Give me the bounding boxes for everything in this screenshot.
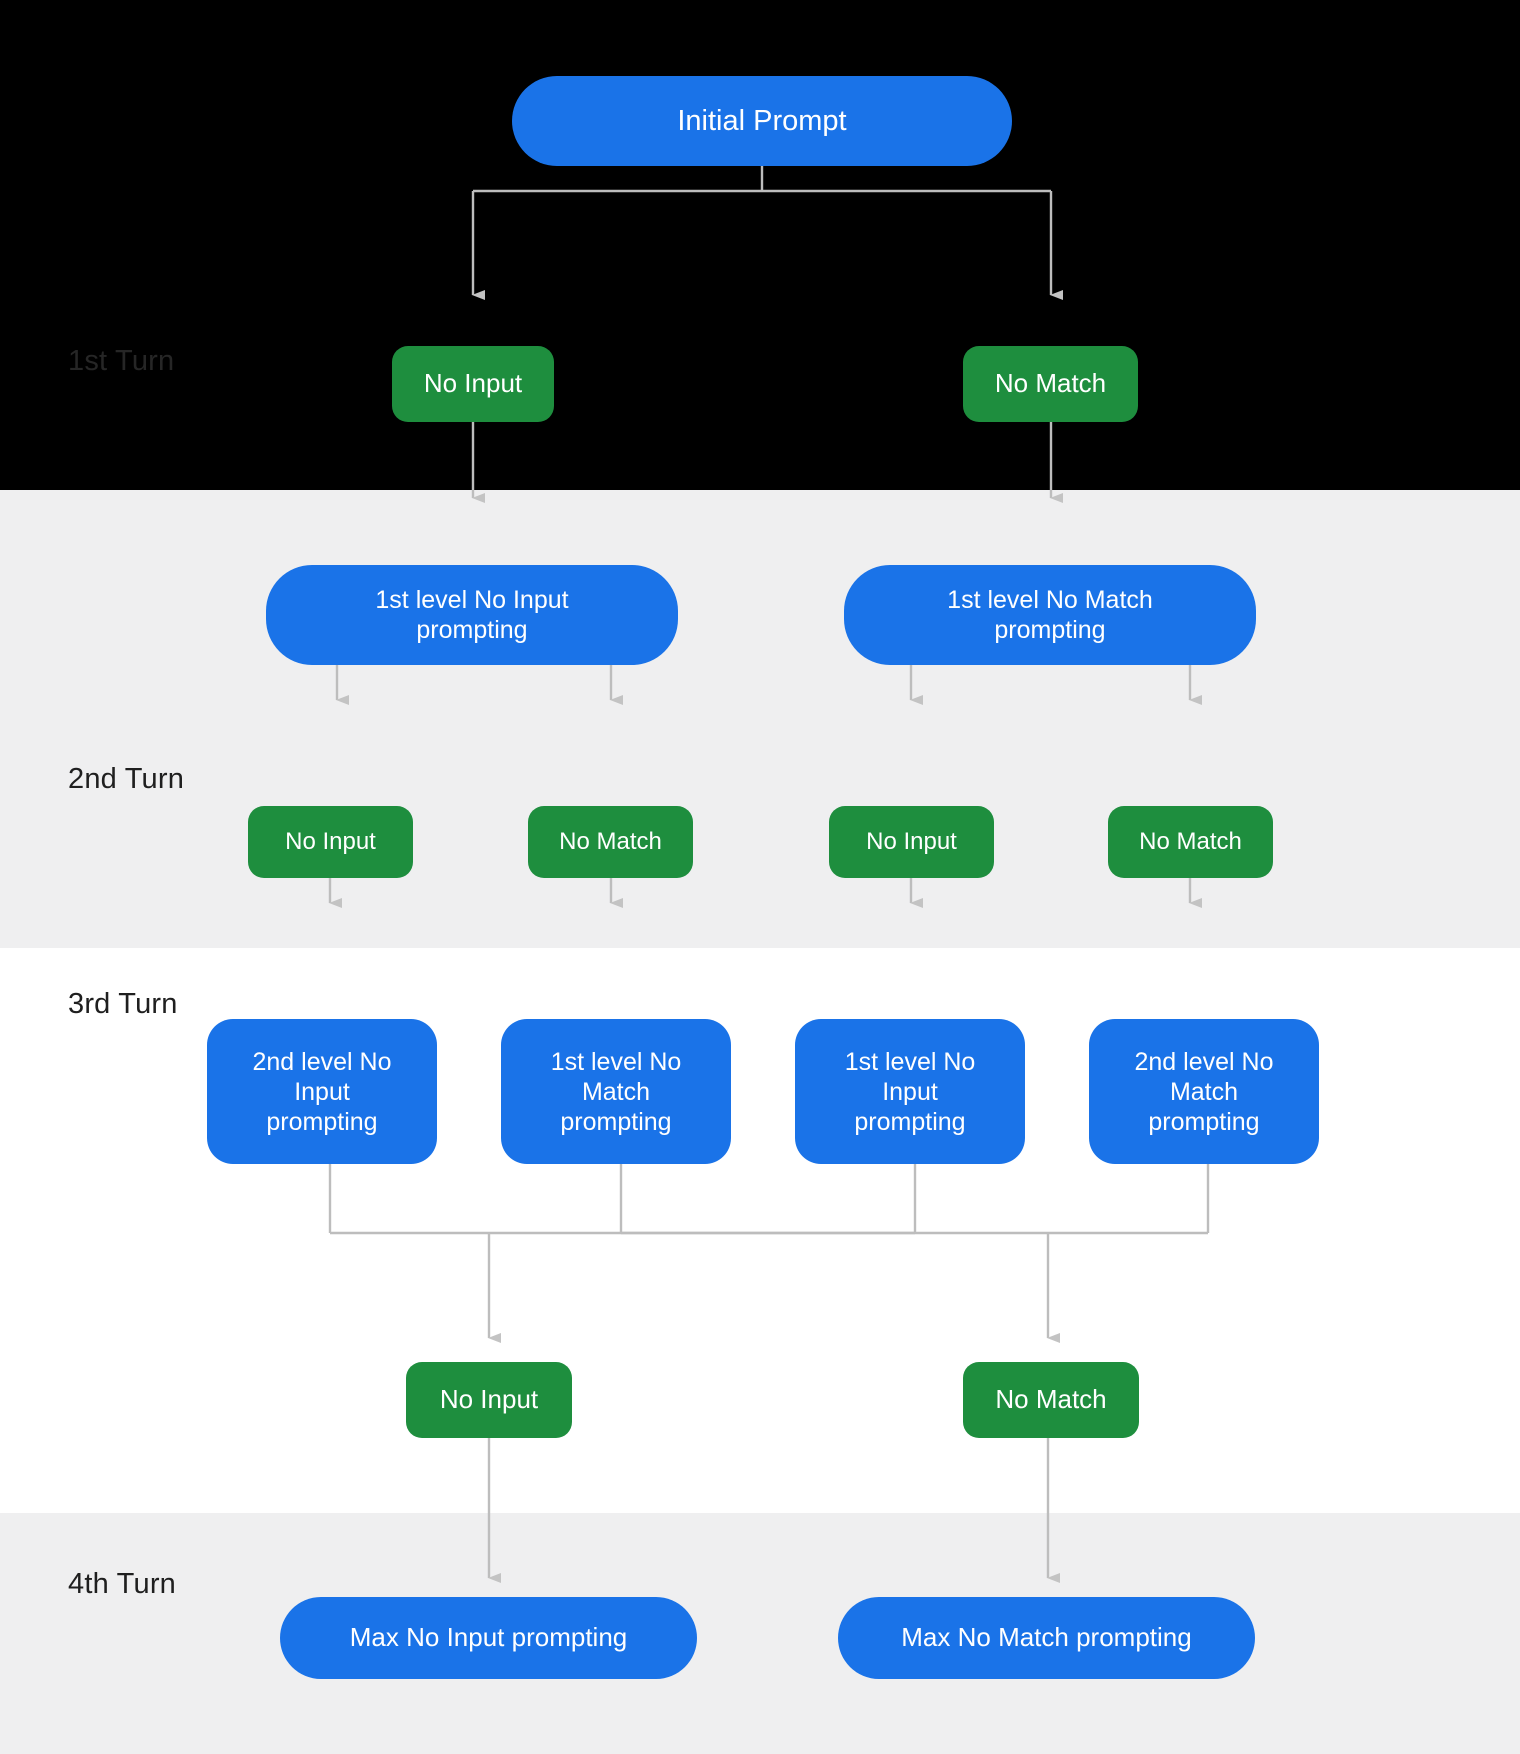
node-initial-prompt[interactable]: Initial Prompt — [512, 76, 1012, 166]
band-1st-turn — [0, 0, 1520, 490]
node-turn2-no-input-b[interactable]: No Input — [829, 806, 994, 878]
node-turn4-max-no-input-prompting[interactable]: Max No Input prompting — [280, 1597, 697, 1679]
node-turn1-no-input[interactable]: No Input — [392, 346, 554, 422]
turn-label-1st: 1st Turn — [68, 345, 175, 377]
node-turn2-no-match-b-label: No Match — [1139, 827, 1242, 855]
node-turn2-no-input-a[interactable]: No Input — [248, 806, 413, 878]
node-turn2-first-level-no-input-prompting-label: 1st level No Input prompting — [375, 586, 569, 644]
node-turn3-no-match-label: No Match — [995, 1384, 1107, 1415]
node-turn4-max-no-match-prompting-label: Max No Match prompting — [901, 1622, 1192, 1653]
node-turn4-max-no-input-prompting-label: Max No Input prompting — [349, 1622, 628, 1653]
node-turn2-first-level-no-match-prompting-label: 1st level No Match prompting — [947, 586, 1153, 644]
turn-label-4th: 4th Turn — [68, 1568, 176, 1600]
node-turn2-no-match-a-label: No Match — [559, 827, 662, 855]
node-turn3-first-level-no-match-prompting[interactable]: 1st level No Match prompting — [501, 1019, 731, 1164]
node-turn1-no-input-label: No Input — [423, 368, 523, 399]
node-turn3-no-input-label: No Input — [439, 1384, 539, 1415]
node-turn2-first-level-no-match-prompting[interactable]: 1st level No Match prompting — [844, 565, 1256, 665]
node-turn3-no-input[interactable]: No Input — [406, 1362, 572, 1438]
node-turn2-no-input-a-label: No Input — [285, 827, 376, 855]
node-turn3-no-match[interactable]: No Match — [963, 1362, 1139, 1438]
band-2nd-turn — [0, 490, 1520, 948]
node-turn2-no-match-a[interactable]: No Match — [528, 806, 693, 878]
node-turn2-no-match-b[interactable]: No Match — [1108, 806, 1273, 878]
band-4th-turn — [0, 1513, 1520, 1754]
node-turn1-no-match-label: No Match — [994, 368, 1107, 399]
node-turn3-first-level-no-input-prompting[interactable]: 1st level No Input prompting — [795, 1019, 1025, 1164]
node-turn3-first-level-no-input-prompting-label: 1st level No Input prompting — [844, 1047, 976, 1136]
node-turn3-second-level-no-match-prompting[interactable]: 2nd level No Match prompting — [1089, 1019, 1319, 1164]
node-turn3-second-level-no-input-prompting-label: 2nd level No Input prompting — [252, 1047, 392, 1136]
node-turn1-no-match[interactable]: No Match — [963, 346, 1138, 422]
node-initial-prompt-label: Initial Prompt — [677, 104, 847, 137]
turn-label-2nd: 2nd Turn — [68, 763, 185, 795]
node-turn2-first-level-no-input-prompting[interactable]: 1st level No Input prompting — [266, 565, 678, 665]
node-turn2-no-input-b-label: No Input — [866, 827, 957, 855]
node-turn3-first-level-no-match-prompting-label: 1st level No Match prompting — [550, 1047, 682, 1136]
node-turn4-max-no-match-prompting[interactable]: Max No Match prompting — [838, 1597, 1255, 1679]
turn-label-3rd: 3rd Turn — [68, 988, 178, 1020]
node-turn3-second-level-no-match-prompting-label: 2nd level No Match prompting — [1134, 1047, 1274, 1136]
node-turn3-second-level-no-input-prompting[interactable]: 2nd level No Input prompting — [207, 1019, 437, 1164]
